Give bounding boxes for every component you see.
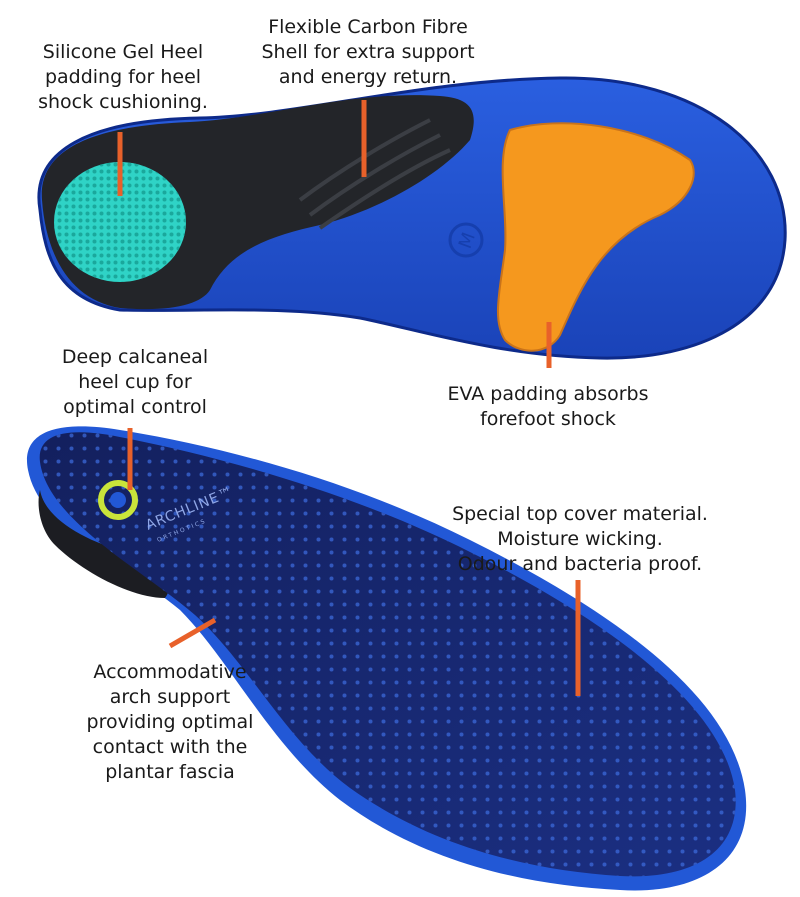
carbon-ridge-2: [308, 133, 441, 217]
forefoot-eva-pad: [496, 122, 695, 352]
leader-arch-support: [168, 617, 217, 649]
insole-topside: ARCHLINE™ ORTHOTICS: [26, 426, 747, 891]
callout-carbon-shell: Flexible Carbon Fibre Shell for extra su…: [261, 16, 475, 88]
callout-top-cover: Special top cover material. Moisture wic…: [452, 503, 708, 575]
callout-eva-padding: EVA padding absorbs forefoot shock: [447, 383, 649, 430]
leader-lines: [117, 100, 581, 696]
size-mark-text: M: [455, 230, 480, 252]
size-mark-ring: [448, 222, 484, 258]
carbon-ridge-3: [318, 148, 451, 230]
arch-black-shell: [38, 490, 170, 598]
callout-heel-cup: Deep calcaneal heel cup for optimal cont…: [61, 346, 209, 418]
archline-logo-icon: [98, 480, 138, 520]
callout-arch-support: Accommodative arch support providing opt…: [86, 661, 254, 783]
insole-underside: M: [37, 76, 787, 360]
heel-gel-texture: [54, 162, 186, 282]
top-cover-perforation: [39, 432, 736, 877]
callout-heel-gel: Silicone Gel Heel padding for heel shock…: [38, 41, 208, 113]
